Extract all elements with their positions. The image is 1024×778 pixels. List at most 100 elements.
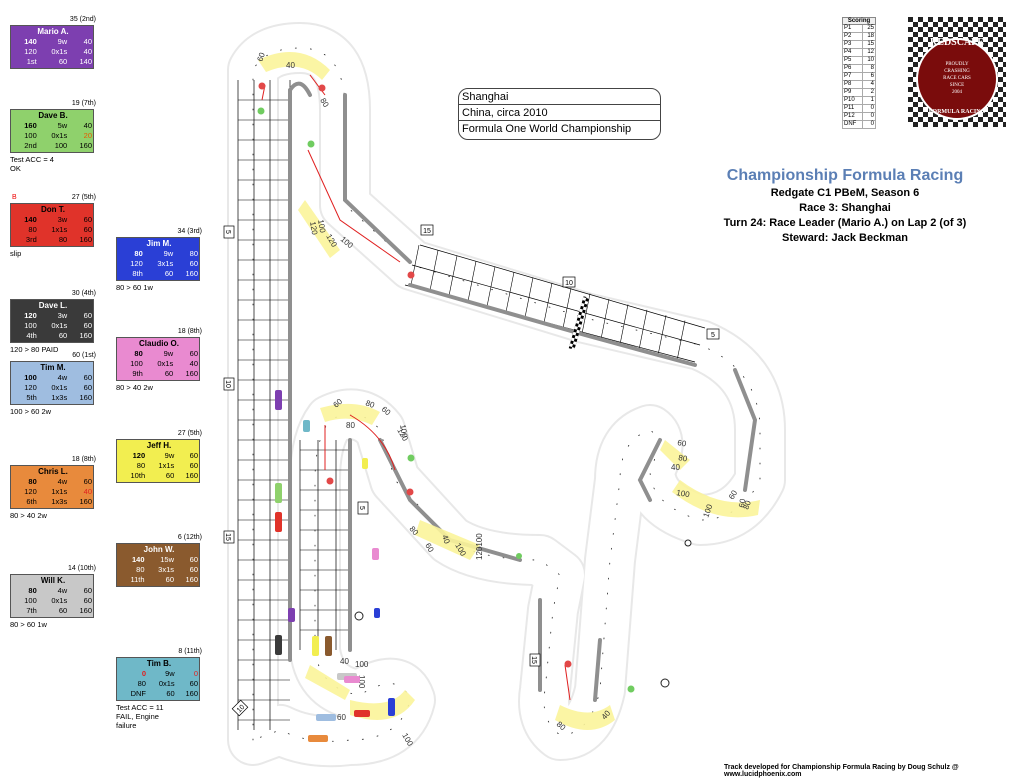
speed-label: 120100	[475, 533, 484, 560]
driver-name: Jeff H.	[146, 441, 172, 450]
driver-name: Claudio O.	[139, 339, 179, 348]
driver-name: Tim B.	[146, 659, 172, 668]
distance-marker: 5	[223, 225, 235, 239]
card-cell: 160	[79, 497, 92, 506]
scoring-points: 12	[862, 48, 876, 57]
speed-label: 80	[346, 421, 355, 430]
speed-label: 40	[440, 534, 452, 546]
card-cell: 100	[24, 321, 37, 330]
red-dot	[406, 488, 414, 496]
driver-name: Dave L.	[38, 301, 68, 310]
car-extra	[372, 548, 379, 560]
speed-label: 120	[308, 221, 319, 236]
card-cell: 160	[79, 235, 92, 244]
green-dot	[407, 454, 415, 462]
card-cell: 60	[83, 477, 92, 486]
speed-label: 100	[398, 424, 409, 439]
card-cell: 60	[164, 369, 174, 378]
card-points: 19 (7th)	[71, 100, 96, 107]
card-cell: 60	[83, 596, 92, 605]
card-cell: 15w	[160, 555, 174, 564]
svg-text:10: 10	[224, 380, 231, 388]
redscape-logo: REDSCAPE PROUDLY CRASHING RACE CARS SINC…	[908, 17, 1006, 127]
card-cell: 60	[189, 451, 198, 460]
card-cell: 80	[28, 477, 37, 486]
card-cell: 1x3s	[51, 393, 68, 402]
speed-label: 80	[741, 499, 753, 511]
card-cell: 80	[58, 235, 68, 244]
car-jim	[388, 698, 395, 716]
card-cell: 0x1s	[51, 131, 68, 140]
green-dot	[307, 140, 315, 148]
card-note: 80 > 60 1w	[10, 620, 47, 629]
sign-line: China, circa 2010	[459, 105, 660, 121]
scoring-place: P9	[841, 88, 864, 97]
card-cell: 80	[134, 349, 143, 358]
card-cell: 3w	[57, 215, 68, 224]
card-cell: 80	[28, 586, 37, 595]
card-cell: 60	[189, 349, 198, 358]
card-cell: 140	[24, 215, 37, 224]
car-tim-m	[316, 714, 336, 721]
sign-line: Formula One World Championship	[462, 123, 632, 135]
card-cell: 6th	[26, 497, 37, 506]
header-line: Redgate C1 PBeM, Season 6	[770, 187, 920, 199]
card-cell: 0x1s	[51, 321, 68, 330]
car-dave-l	[275, 635, 282, 655]
card-note: Test ACC = 4 OK	[10, 155, 54, 173]
scoring-points: 1	[862, 96, 876, 105]
card-cell: 80	[136, 461, 146, 470]
card-cell: 60	[189, 259, 198, 268]
card-cell: 80	[28, 225, 37, 234]
svg-text:10: 10	[565, 280, 573, 287]
scoring-place: P6	[841, 64, 864, 73]
speed-label: 40	[671, 463, 680, 472]
card-note: 80 > 40 2w	[116, 383, 153, 392]
svg-text:15: 15	[423, 228, 431, 235]
card-cell: 9w	[163, 349, 174, 358]
card-cell: 1x1s	[158, 461, 175, 470]
scoring-points: 18	[862, 32, 876, 41]
speed-label: 60	[677, 438, 688, 449]
card-cell: 60	[83, 215, 92, 224]
svg-text:5: 5	[711, 332, 715, 339]
card-cell: 60	[189, 565, 198, 574]
distance-marker: 10	[562, 276, 576, 288]
speed-label: 100	[676, 488, 691, 499]
card-cell: 80	[189, 249, 198, 258]
car-tim-b	[303, 420, 310, 432]
flag-dot	[684, 539, 692, 547]
card-cell: 9w	[163, 249, 174, 258]
card-cell: 9w	[57, 37, 68, 46]
card-cell: 60	[165, 575, 174, 584]
scoring-place: P5	[841, 56, 864, 65]
card-cell: 60	[83, 321, 92, 330]
distance-marker: 5	[357, 501, 369, 515]
distance-marker: 15	[420, 224, 434, 236]
car-extra	[374, 608, 380, 618]
driver-name: Mario A.	[37, 27, 69, 36]
car-extra	[288, 608, 295, 622]
race-header: Championship Formula Racing Redgate C1 P…	[690, 166, 1000, 246]
scoring-points: 0	[862, 104, 876, 113]
